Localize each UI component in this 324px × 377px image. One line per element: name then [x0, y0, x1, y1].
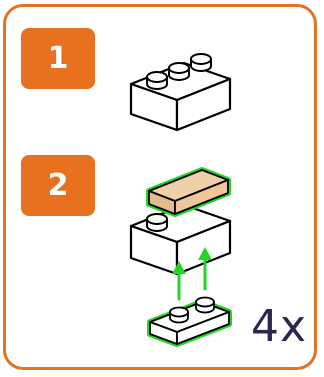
- white-1x2-plate-icon: [147, 296, 232, 347]
- step-number-badge-1: 1: [21, 28, 95, 89]
- step-number-1: 1: [47, 40, 69, 76]
- up-arrow-icon: [172, 247, 212, 301]
- quantity-label: 4x: [250, 301, 308, 352]
- white-brick-with-tan-tile-icon: [129, 167, 232, 276]
- white-1x3-brick-icon: [129, 53, 232, 132]
- step-number-2: 2: [47, 167, 69, 203]
- tan-tile-highlight: [146, 167, 231, 217]
- step-number-badge-2: 2: [21, 155, 95, 216]
